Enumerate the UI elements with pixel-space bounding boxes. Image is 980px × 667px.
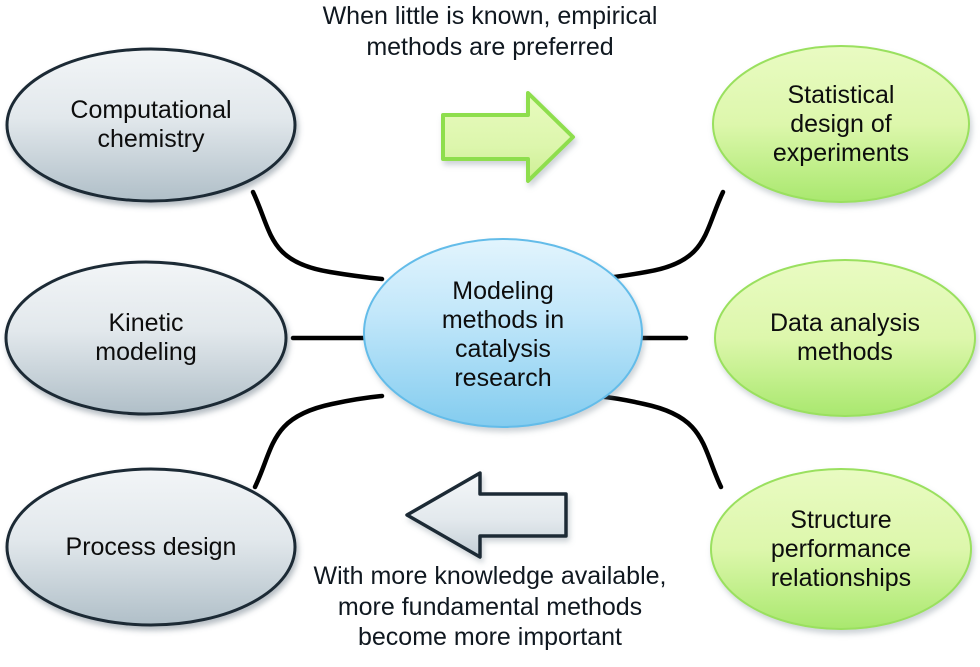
node-structure-performance-relationships[interactable]: [710, 468, 972, 630]
caption-bottom-fundamental: With more knowledge available, more fund…: [313, 562, 667, 651]
left-node-group: [4, 47, 297, 627]
node-modeling-methods-in-catalysis-research[interactable]: [363, 238, 643, 428]
right-node-group: [710, 45, 976, 630]
node-computational-chemistry[interactable]: [5, 47, 297, 203]
connector-process-design: [252, 393, 385, 490]
fundamental-direction-arrow-icon: [405, 471, 568, 559]
node-data-analysis-methods[interactable]: [714, 259, 976, 417]
caption-top-empirical: When little is known, empirical methods …: [322, 2, 658, 61]
node-process-design[interactable]: [5, 467, 297, 627]
connector-computational-chemistry: [250, 189, 385, 282]
connector-statistical-design: [593, 189, 726, 282]
node-kinetic-modeling[interactable]: [4, 260, 288, 416]
node-statistical-design-of-experiments[interactable]: [712, 45, 970, 203]
empirical-direction-arrow-icon: [441, 91, 575, 183]
connector-structure-performance: [593, 393, 724, 490]
